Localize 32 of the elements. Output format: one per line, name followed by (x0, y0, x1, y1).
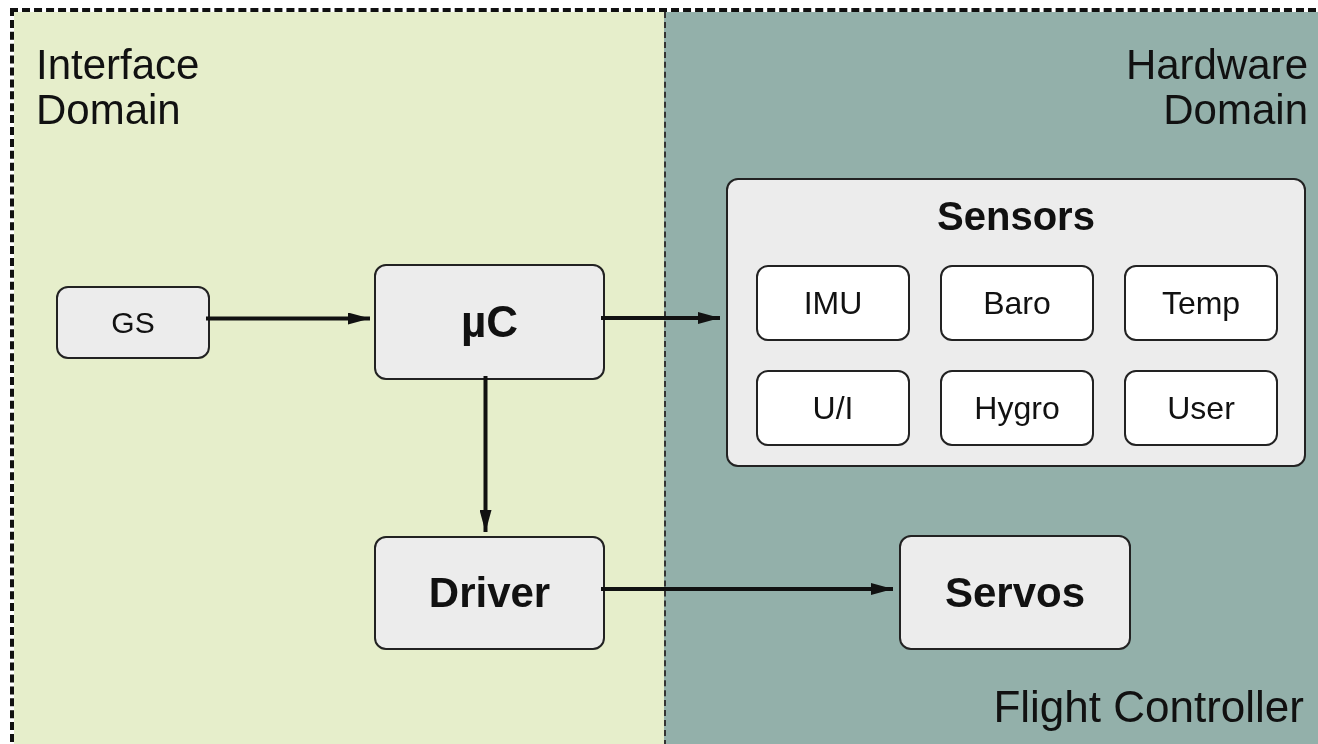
box-label: Temp (1161, 284, 1241, 322)
box-label: IMU (803, 284, 863, 322)
box-label: U/I (812, 389, 854, 427)
box-label: Servos (944, 568, 1086, 617)
sensor-box (940, 265, 1094, 341)
domain-region (14, 12, 664, 744)
box-label: Baro (983, 284, 1051, 322)
box-label: Driver (428, 569, 551, 617)
group-box (726, 178, 1306, 467)
sensor-box (756, 370, 910, 446)
component-box (899, 535, 1131, 650)
arrow (479, 376, 492, 532)
sensor-box (1124, 265, 1278, 341)
domain-label: Hardware Domain (1124, 42, 1308, 133)
component-box (374, 264, 605, 380)
sensor-box (940, 370, 1094, 446)
domain-region (664, 12, 1318, 744)
arrow (601, 312, 720, 324)
boundary-label: Flight Controller (993, 682, 1304, 732)
box-label: µC (460, 297, 519, 347)
box-label: Hygro (974, 389, 1060, 427)
box-label: User (1167, 389, 1235, 427)
sensor-box (756, 265, 910, 341)
domain-label: Interface Domain (36, 42, 201, 133)
component-box (374, 536, 605, 650)
group-title: Sensors (936, 194, 1096, 239)
system-boundary (10, 8, 1316, 742)
component-box (56, 286, 210, 359)
box-label: GS (111, 305, 155, 340)
arrow (206, 312, 370, 325)
sensor-box (1124, 370, 1278, 446)
arrow (601, 583, 893, 595)
